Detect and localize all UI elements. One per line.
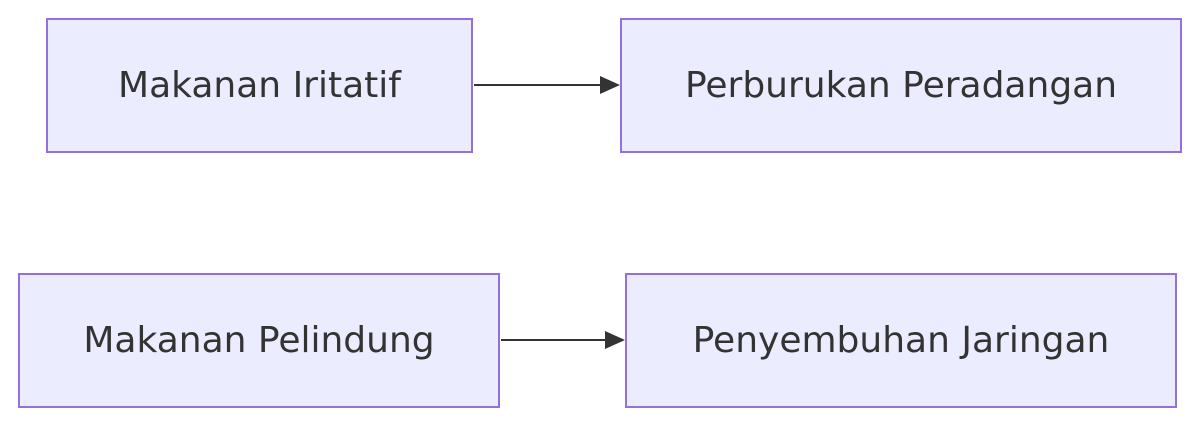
node-perburukan-peradangan: Perburukan Peradangan — [620, 18, 1182, 153]
arrowhead-icon — [600, 76, 620, 94]
node-label: Makanan Iritatif — [118, 65, 401, 106]
node-label: Makanan Pelindung — [83, 320, 435, 361]
node-makanan-pelindung: Makanan Pelindung — [18, 273, 500, 408]
edge-pelindung-to-penyembuhan — [501, 331, 625, 349]
arrowhead-icon — [605, 331, 625, 349]
node-makanan-iritatif: Makanan Iritatif — [46, 18, 473, 153]
node-label: Penyembuhan Jaringan — [692, 320, 1110, 361]
edge-iritatif-to-peradangan — [474, 76, 620, 94]
node-label: Perburukan Peradangan — [684, 65, 1118, 106]
node-penyembuhan-jaringan: Penyembuhan Jaringan — [625, 273, 1177, 408]
